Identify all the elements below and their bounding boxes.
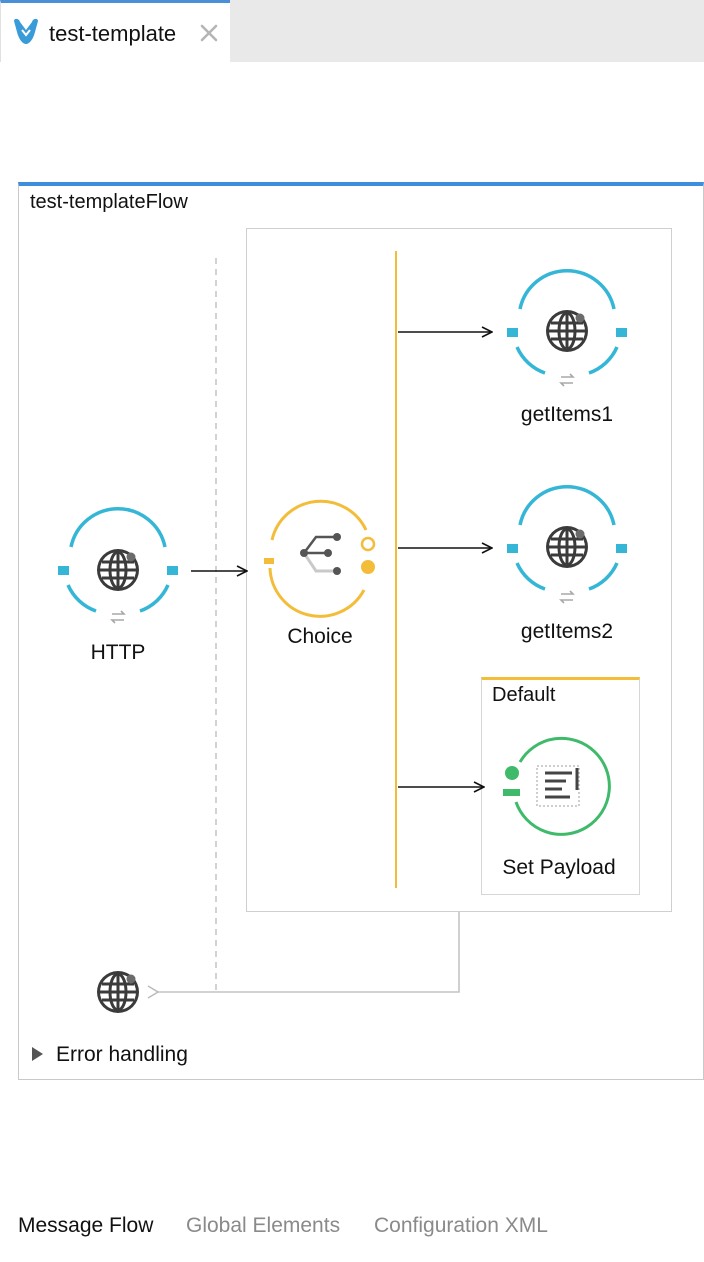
choice-node-label: Choice — [287, 625, 353, 648]
set-payload-label: Set Payload — [502, 856, 616, 879]
http-node-label: HTTP — [90, 641, 146, 664]
close-icon[interactable] — [198, 22, 220, 44]
tab-global-elements[interactable]: Global Elements — [186, 1214, 341, 1237]
editor-tab[interactable]: test-template — [0, 0, 230, 62]
flow-title: test-templateFlow — [30, 191, 188, 213]
editor-tab-label: test-template — [49, 21, 177, 46]
tab-configuration-xml[interactable]: Configuration XML — [374, 1214, 548, 1237]
expand-arrow-icon[interactable] — [32, 1047, 43, 1061]
editor-tabstrip: test-template — [0, 0, 704, 62]
mule-icon — [14, 18, 38, 44]
getitems2-label: getItems2 — [520, 620, 614, 643]
getitems1-label: getItems1 — [520, 403, 614, 426]
tab-message-flow[interactable]: Message Flow — [18, 1214, 154, 1237]
error-handling-toggle[interactable]: Error handling — [56, 1043, 188, 1066]
default-route-label: Default — [492, 684, 556, 706]
